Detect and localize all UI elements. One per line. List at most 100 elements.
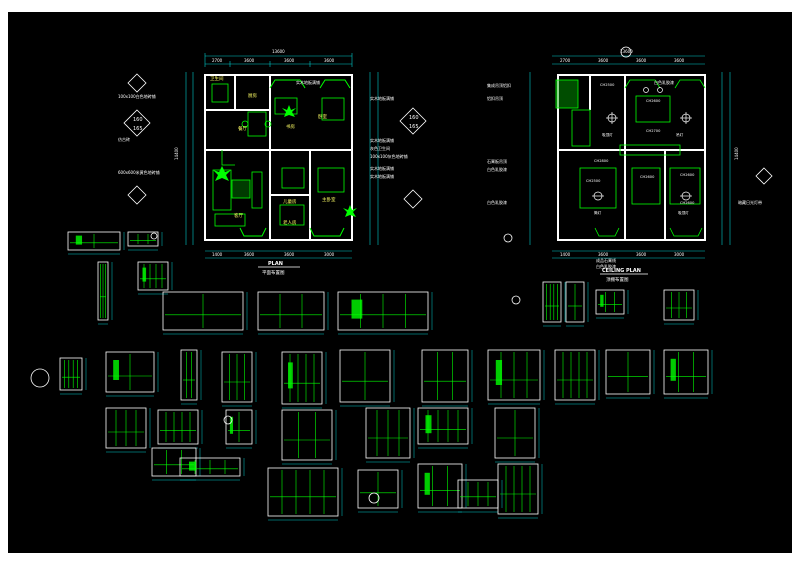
floor-bottom-dim-1: 1400 <box>212 252 223 257</box>
elevation-detail <box>663 289 699 325</box>
lamp-label-3: 筒灯 <box>594 210 602 215</box>
ceiling-height-7: CH2500 <box>586 179 601 183</box>
floor-note-left-1: 100x100白色地砖铺 <box>118 93 156 99</box>
ceiling-height-3: CH2700 <box>646 129 661 133</box>
floor-note-right-4: 灰色卫生间 <box>370 145 390 151</box>
floor-bottom-dim-4: 3000 <box>324 252 335 257</box>
section-symbol <box>368 492 380 504</box>
elevation-detail <box>105 407 151 453</box>
ceiling-note-left-3: 石膏板吊顶 <box>487 158 507 164</box>
floor-note-right-5: 100x100灰色地砖铺 <box>370 153 408 159</box>
marker-label-4: 165 <box>409 124 419 130</box>
elevation-detail <box>180 349 202 405</box>
elevation-detail <box>554 349 600 405</box>
ceiling-top-dim-2: 3600 <box>598 58 609 63</box>
elevation-detail <box>267 467 343 521</box>
floor-bottom-dim-3: 3600 <box>284 252 295 257</box>
elevation-detail <box>67 231 125 255</box>
floor-note-right-7: 实木地板满铺 <box>370 173 394 179</box>
elevation-detail <box>105 351 159 397</box>
elevation-detail <box>497 463 543 519</box>
marker-label-3: 160 <box>409 115 419 121</box>
room-elderly: 老人房 <box>283 219 297 226</box>
ceiling-height-1: CH2500 <box>600 83 615 87</box>
ceiling-height-2: CH2600 <box>646 99 661 103</box>
elevation-detail <box>157 409 203 449</box>
elevation-detail <box>421 349 473 407</box>
section-symbol <box>223 415 233 425</box>
room-kitchen: 厨房 <box>248 92 257 99</box>
elevation-detail <box>97 261 113 325</box>
ceiling-note-left-1: 集成吊顶铝扣 <box>487 82 511 88</box>
elevation-detail <box>494 407 540 463</box>
ceiling-right-dim: 14400 <box>734 147 739 160</box>
elevation-detail <box>339 349 395 407</box>
lamp-label-2: 吊灯 <box>676 132 684 137</box>
floor-plan-title: PLAN <box>268 261 283 267</box>
section-symbol <box>511 295 521 305</box>
ceiling-plan-title: CEILING PLAN <box>602 268 641 274</box>
lamp-label-4: 吸顶灯 <box>678 210 689 215</box>
ceiling-bottom-dim-4: 3000 <box>674 252 685 257</box>
lamp-symbols <box>592 87 692 201</box>
elevation-detail <box>257 291 329 335</box>
ceiling-height-8: CH2600 <box>680 201 695 205</box>
drawing-frame: 160 165 160 165 13600 2700 3600 3600 360… <box>8 12 792 553</box>
elevation-detail <box>162 291 248 335</box>
elevation-detail <box>417 407 473 449</box>
furniture <box>211 83 345 227</box>
marker-label-2: 165 <box>133 126 143 132</box>
ceiling-bottom-note-1: 成品石膏线 <box>596 257 616 263</box>
room-study: 书房 <box>286 123 295 130</box>
elevation-details <box>30 231 713 521</box>
section-symbol <box>150 232 158 240</box>
plant-symbols <box>213 105 357 217</box>
cad-drawing: 160 165 160 165 13600 2700 3600 3600 360… <box>30 46 773 521</box>
ceiling-height-5: CH2600 <box>640 175 655 179</box>
room-bathroom: 卫生间 <box>210 75 224 82</box>
floor-overall-width: 13600 <box>272 49 285 54</box>
elevation-detail <box>127 231 163 251</box>
elevation-detail <box>179 457 245 481</box>
lamp-label-1: 吸顶灯 <box>602 132 613 137</box>
elevation-detail <box>59 357 87 395</box>
marker-label-1: 160 <box>133 117 143 123</box>
elevation-detail <box>605 349 655 399</box>
elevation-detail <box>365 407 415 463</box>
floor-top-dim-4: 3600 <box>324 58 335 63</box>
elevation-detail <box>487 349 545 405</box>
elevation-detail <box>457 479 503 513</box>
elevation-detail <box>281 351 327 409</box>
room-dining: 餐厅 <box>238 125 247 132</box>
ceiling-note-right-2: 暗藏日光灯带 <box>738 199 762 205</box>
ceiling-overall-width: 13600 <box>620 49 633 54</box>
ceiling-height-6: CH2600 <box>680 173 695 177</box>
elevation-detail <box>281 409 337 465</box>
elevation-detail <box>357 469 403 513</box>
floor-plan: 160 165 160 165 13600 2700 3600 3600 360… <box>118 49 427 276</box>
ceiling-markers <box>503 46 773 243</box>
elevation-detail <box>337 291 433 335</box>
ceiling-note-left-4: 白色乳胶漆 <box>487 166 507 172</box>
room-master-bedroom: 主卧室 <box>322 196 336 203</box>
elevation-detail <box>221 351 257 407</box>
floor-left-dim: 14400 <box>174 147 179 160</box>
ceiling-top-dim-4: 3600 <box>674 58 685 63</box>
room-living: 客厅 <box>234 212 243 219</box>
floor-top-dim-1: 2700 <box>212 58 223 63</box>
elevation-detail <box>565 281 589 327</box>
floor-note-left-2: 仿古砖 <box>118 136 130 142</box>
floor-note-left-3: 600x600米黄色地砖铺 <box>118 169 160 175</box>
ceiling-bottom-note-2: 白色乳胶漆 <box>596 263 616 269</box>
floor-top-dim-2: 3600 <box>244 58 255 63</box>
room-bedroom: 卧室 <box>318 113 327 120</box>
elevation-detail <box>595 289 629 319</box>
floor-note-right-3: 实木地板满铺 <box>370 137 394 143</box>
floor-top-dim-3: 3600 <box>284 58 295 63</box>
elevation-detail <box>417 463 467 513</box>
floor-plan-subtitle: 平面布置图 <box>262 269 285 276</box>
section-markers-left: 160 165 160 165 <box>123 73 427 209</box>
section-symbol <box>30 368 50 388</box>
floor-note-right-2: 实木地板满铺 <box>370 95 394 101</box>
